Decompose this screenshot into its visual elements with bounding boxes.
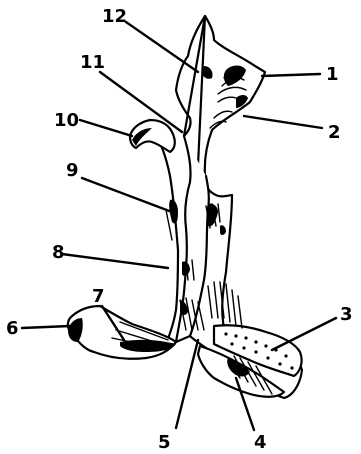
- leader-6: [22, 326, 70, 328]
- hook-process: [130, 120, 175, 152]
- label-7: 7: [92, 286, 105, 307]
- label-1: 1: [326, 64, 339, 85]
- label-3: 3: [340, 304, 353, 325]
- leader-12: [126, 22, 198, 72]
- label-6: 6: [6, 318, 19, 339]
- label-2: 2: [328, 122, 341, 143]
- leader-10: [80, 120, 132, 136]
- label-8: 8: [52, 242, 65, 263]
- leader-2: [244, 116, 322, 128]
- label-4: 4: [254, 432, 267, 453]
- label-10: 10: [54, 110, 79, 131]
- label-11: 11: [80, 52, 105, 73]
- label-12: 12: [102, 6, 127, 27]
- label-5: 5: [158, 432, 171, 453]
- leader-3: [272, 318, 336, 350]
- leader-8: [62, 254, 168, 268]
- leader-1: [262, 74, 320, 76]
- leader-5: [176, 340, 198, 428]
- label-9: 9: [66, 160, 79, 181]
